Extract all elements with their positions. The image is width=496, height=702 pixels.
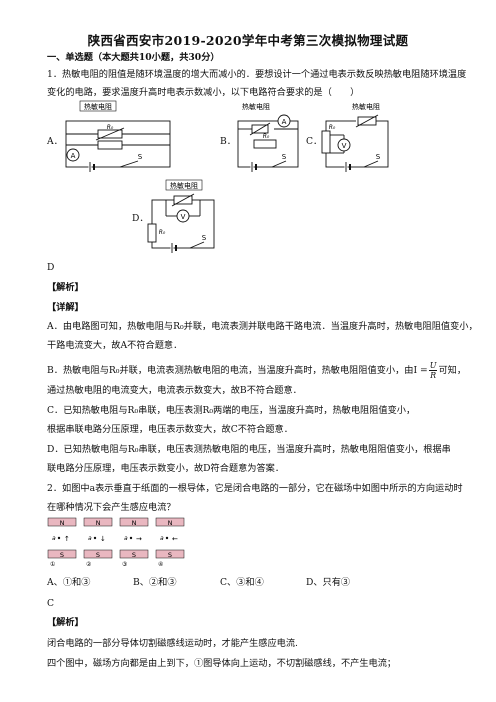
- answer-1: D: [47, 262, 55, 273]
- r0-resistor: [147, 223, 157, 243]
- section-heading: 一、单选题（本大题共10小题，共30分）: [47, 52, 220, 63]
- svg-text:V: V: [342, 142, 347, 150]
- conductor-dot: [129, 536, 133, 540]
- conductor-label: a: [160, 535, 164, 542]
- svg-text:S: S: [202, 234, 207, 242]
- question-1-text: 1．热敏电阻的阻值是随环境温度的增大而减小的．要想设计一个通过电表示数反映热敏电…: [47, 69, 467, 80]
- analysis-heading: 【解析】: [47, 282, 84, 293]
- north-label: N: [96, 519, 101, 527]
- question-2-text: 2．如图中a表示垂直于纸面的一根导体，它是闭合电路的一部分，它在磁场中如图中所示…: [47, 483, 463, 494]
- svg-text:S: S: [138, 153, 143, 161]
- south-pole: [155, 549, 185, 559]
- north-pole: [83, 517, 113, 527]
- motion-arrow-icon: ←: [172, 535, 178, 543]
- circuit-b-diagram: 热敏电阻 R₀ A S: [232, 99, 304, 179]
- figure-number: ④: [158, 561, 163, 568]
- south-pole: [83, 549, 113, 559]
- explanation-d-cont: 联电路分压原理，电压表示数变小，故D符合题意为答案．: [47, 463, 285, 474]
- svg-text:S: S: [282, 153, 287, 161]
- option-b-label: B．: [220, 136, 236, 147]
- motion-arrow-icon: ↑: [64, 535, 70, 543]
- svg-text:V: V: [181, 213, 186, 221]
- choice-b: B、②和③: [133, 577, 177, 588]
- conductor-dot: [165, 536, 169, 540]
- explanation-2-cont: 四个图中，磁场方向都是由上到下，①图导体向上运动，不切割磁感线，不产生电流；: [47, 658, 397, 669]
- option-d-label: D．: [132, 213, 149, 224]
- svg-text:R₀: R₀: [159, 229, 166, 236]
- ammeter-icon: [66, 148, 80, 162]
- choice-d: D、只有③: [306, 577, 351, 588]
- svg-text:A: A: [282, 118, 287, 126]
- svg-text:R₀: R₀: [329, 124, 336, 131]
- svg-text:热敏电阻: 热敏电阻: [242, 102, 270, 111]
- circuit-a-diagram: 热敏电阻 R₀ A S: [60, 99, 180, 179]
- ammeter-icon: [277, 114, 291, 128]
- explanation-a-cont: 干路电流变大，故A不符合题意．: [47, 340, 183, 351]
- circuit-d-diagram: 热敏电阻 V R₀ S: [146, 178, 220, 260]
- answer-2: C: [47, 598, 55, 609]
- north-label: N: [60, 519, 65, 527]
- question-2-text-cont: 在哪种情况下会产生感应电流？: [47, 502, 176, 513]
- figure-number: ②: [86, 561, 92, 568]
- figure-number: ③: [122, 561, 127, 568]
- svg-text:S: S: [376, 153, 381, 161]
- south-label: S: [132, 551, 136, 559]
- motion-arrow-icon: →: [136, 535, 142, 543]
- south-pole: [47, 549, 77, 559]
- svg-text:热敏电阻: 热敏电阻: [84, 102, 112, 111]
- north-label: N: [132, 519, 137, 527]
- voltmeter-icon: [176, 209, 190, 223]
- north-pole: [47, 517, 77, 527]
- north-label: N: [168, 519, 173, 527]
- figure-number: ①: [50, 561, 55, 568]
- choice-a: A、①和③: [47, 577, 91, 588]
- page-title: 陕西省西安市2019-2020学年中考第三次模拟物理试题: [87, 33, 409, 48]
- motion-arrow-icon: ↓: [100, 535, 106, 543]
- svg-text:R₀: R₀: [263, 133, 270, 140]
- explanation-d: D．已知热敏电阻与R₀串联，电压表测热敏电阻的电压，当温度升高时，热敏电阻阻值变…: [47, 444, 451, 455]
- conductor-dot: [57, 536, 61, 540]
- south-pole: [119, 549, 149, 559]
- conductor-label: a: [124, 535, 128, 542]
- explanation-2: 闭合电路的一部分导体切割磁感线运动时，才能产生感应电流.: [47, 638, 298, 649]
- explanation-b-cont: 通过热敏电阻的电流变大，电流表示数变大，故B不符合题意．: [47, 385, 302, 396]
- south-label: S: [168, 551, 172, 559]
- voltmeter-icon: [337, 138, 351, 152]
- south-label: S: [96, 551, 100, 559]
- question-1-text-cont: 变化的电路，要求温度升高时电表示数减小，以下电路符合要求的是（ ）: [47, 87, 360, 98]
- detail-heading: 【详解】: [47, 302, 84, 313]
- option-c-label: C．: [306, 136, 323, 147]
- north-pole: [119, 517, 149, 527]
- explanation-c-cont: 根据串联电路分压原理，电压表示数变大，故C不符合题意．: [47, 424, 293, 435]
- conductor-label: a: [88, 535, 92, 542]
- explanation-c: C．已知热敏电阻与R₀串联，电压表测R₀两端的电压，当温度升高时，热敏电阻阻值变…: [47, 405, 416, 416]
- option-a-label: A．: [47, 136, 63, 147]
- r0-resistor: [321, 130, 331, 154]
- conductor-dot: [93, 536, 97, 540]
- explanation-a: A．由电路图可知，热敏电阻与R₀并联，电流表测并联电路干路电流．当温度升高时，热…: [47, 321, 478, 332]
- conductor-label: a: [52, 535, 56, 542]
- circuit-c-diagram: 热敏电阻 R₀ V S: [320, 99, 394, 179]
- north-pole: [155, 517, 185, 527]
- analysis-heading-2: 【解析】: [47, 617, 84, 628]
- svg-text:A: A: [71, 152, 76, 160]
- choice-c: C、③和④: [220, 577, 264, 588]
- svg-text:R₀: R₀: [107, 124, 114, 131]
- svg-text:热敏电阻: 热敏电阻: [352, 102, 380, 111]
- svg-text:热敏电阻: 热敏电阻: [170, 181, 198, 190]
- explanation-b: B．热敏电阻与R₀并联，电流表测热敏电阻的电流，当温度升高时，热敏电阻阻值变小，…: [47, 361, 467, 380]
- r0-resistor: [97, 140, 123, 150]
- r0-resistor: [253, 139, 277, 149]
- south-label: S: [60, 551, 64, 559]
